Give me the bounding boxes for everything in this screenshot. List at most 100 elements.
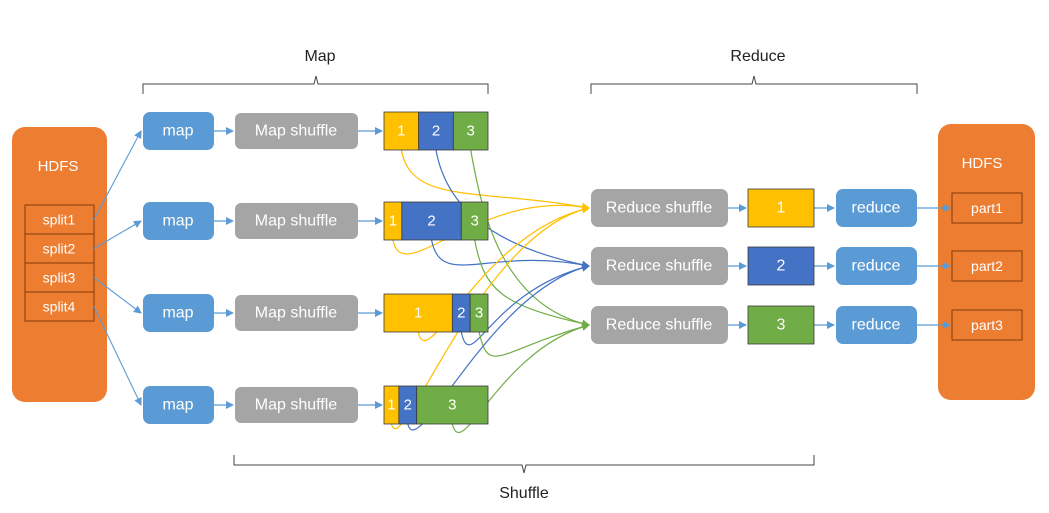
reducer-row: Reduce shuffle 3 reduce bbox=[591, 305, 917, 345]
part-box bbox=[951, 309, 1023, 341]
part-label: part2 bbox=[971, 258, 1003, 274]
partition-label: 1 bbox=[414, 305, 422, 322]
map-shuffle-label: Map shuffle bbox=[255, 397, 338, 414]
reduce-brace bbox=[590, 75, 918, 94]
map-shuffle-label: Map shuffle bbox=[255, 123, 338, 140]
partition-3-segment bbox=[460, 201, 489, 241]
map-task-box bbox=[143, 202, 214, 240]
arrow-split-to-map bbox=[93, 277, 142, 314]
partition-label: 1 bbox=[387, 397, 395, 414]
reduce-shuffle-box bbox=[591, 247, 728, 285]
partition-label: 1 bbox=[389, 213, 397, 230]
part-box bbox=[951, 250, 1023, 282]
map-task-label: map bbox=[162, 123, 193, 140]
split-item: split1 bbox=[24, 204, 95, 235]
reduce-group-label: Reduce bbox=[730, 48, 785, 65]
reduce-shuffle-label: Reduce shuffle bbox=[606, 258, 713, 275]
partition-label: 2 bbox=[404, 397, 412, 414]
shuffle-curve bbox=[400, 149, 590, 211]
map-task-label: map bbox=[162, 305, 193, 322]
hdfs-input-title: HDFS bbox=[38, 158, 79, 175]
split-list: split1 split2 split3 split4 bbox=[24, 204, 95, 322]
reduce-shuffle-box bbox=[591, 306, 728, 344]
split-label: split3 bbox=[43, 270, 76, 286]
shuffle-group-label: Shuffle bbox=[499, 485, 549, 502]
map-task-box bbox=[143, 386, 214, 424]
reduce-partition-label: 2 bbox=[777, 258, 786, 275]
connector-layer bbox=[93, 127, 951, 433]
hdfs-output-title: HDFS bbox=[962, 155, 1003, 172]
shuffle-curve bbox=[478, 323, 590, 357]
mapper-row: map Map shuffle 1 2 3 bbox=[143, 111, 489, 151]
reducer-row: Reduce shuffle 2 reduce bbox=[591, 246, 917, 286]
map-shuffle-label: Map shuffle bbox=[255, 305, 338, 322]
reduce-shuffle-label: Reduce shuffle bbox=[606, 317, 713, 334]
reduce-partition-box bbox=[747, 246, 815, 286]
shuffle-curve bbox=[407, 263, 590, 431]
partition-2-segment bbox=[401, 201, 462, 241]
reduce-task-box bbox=[836, 306, 917, 344]
reduce-shuffle-box bbox=[591, 189, 728, 227]
part-item: part2 bbox=[951, 250, 1023, 282]
map-shuffle-box bbox=[235, 295, 358, 331]
reduce-partition-label: 1 bbox=[777, 200, 786, 217]
partition-1-segment bbox=[383, 111, 420, 151]
split-label: split4 bbox=[43, 299, 76, 315]
split-item: split2 bbox=[24, 233, 95, 264]
map-shuffle-box bbox=[235, 387, 358, 423]
partition-label: 2 bbox=[427, 213, 435, 230]
partition-1-segment bbox=[383, 293, 453, 333]
reduce-task-box bbox=[836, 247, 917, 285]
arrow-split-to-map bbox=[93, 130, 142, 220]
mapper-row: map Map shuffle 1 2 3 bbox=[143, 201, 489, 241]
reduce-task-label: reduce bbox=[852, 200, 901, 217]
split-label: split1 bbox=[43, 212, 76, 228]
shuffle-curve bbox=[474, 239, 590, 328]
reduce-task-label: reduce bbox=[852, 317, 901, 334]
map-shuffle-label: Map shuffle bbox=[255, 213, 338, 230]
arrow-split-to-map bbox=[93, 220, 142, 249]
partition-3-segment bbox=[452, 111, 489, 151]
partition-label: 3 bbox=[466, 123, 474, 140]
reduce-task-label: reduce bbox=[852, 258, 901, 275]
partition-label: 3 bbox=[475, 305, 483, 322]
map-task-label: map bbox=[162, 213, 193, 230]
part-list: part1 part2 part3 bbox=[951, 192, 1023, 341]
map-task-box bbox=[143, 112, 214, 150]
reduce-task-box bbox=[836, 189, 917, 227]
partition-label: 3 bbox=[470, 213, 478, 230]
map-group-label: Map bbox=[304, 48, 335, 65]
reduce-partition-box bbox=[747, 305, 815, 345]
reduce-partition-label: 3 bbox=[777, 317, 786, 334]
reduce-shuffle-label: Reduce shuffle bbox=[606, 200, 713, 217]
partition-label: 1 bbox=[397, 123, 405, 140]
shuffle-curve bbox=[451, 323, 590, 433]
partition-label: 2 bbox=[457, 305, 465, 322]
shuffle-curve bbox=[390, 205, 590, 429]
partition-3-segment bbox=[416, 385, 489, 425]
shuffle-curve bbox=[430, 239, 590, 269]
partition-label: 2 bbox=[432, 123, 440, 140]
arrow-split-to-map bbox=[93, 306, 142, 406]
split-item: split4 bbox=[24, 291, 95, 322]
map-task-label: map bbox=[162, 397, 193, 414]
shuffle-curve bbox=[470, 149, 590, 328]
hdfs-output: HDFS part1 part2 part3 bbox=[938, 124, 1035, 400]
part-item: part3 bbox=[951, 309, 1023, 341]
map-brace bbox=[142, 75, 489, 94]
hdfs-input: HDFS split1 split2 split3 split4 bbox=[12, 127, 107, 402]
map-task-box bbox=[143, 294, 214, 332]
map-shuffle-box bbox=[235, 113, 358, 149]
part-box bbox=[951, 192, 1023, 224]
reduce-partition-box bbox=[747, 188, 815, 228]
reducer-row: Reduce shuffle 1 reduce bbox=[591, 188, 917, 228]
shuffle-curve bbox=[460, 263, 590, 346]
part-label: part1 bbox=[971, 200, 1003, 216]
split-label: split2 bbox=[43, 241, 76, 257]
partition-3-segment bbox=[469, 293, 489, 333]
split-item: split3 bbox=[24, 262, 95, 293]
part-item: part1 bbox=[951, 192, 1023, 224]
